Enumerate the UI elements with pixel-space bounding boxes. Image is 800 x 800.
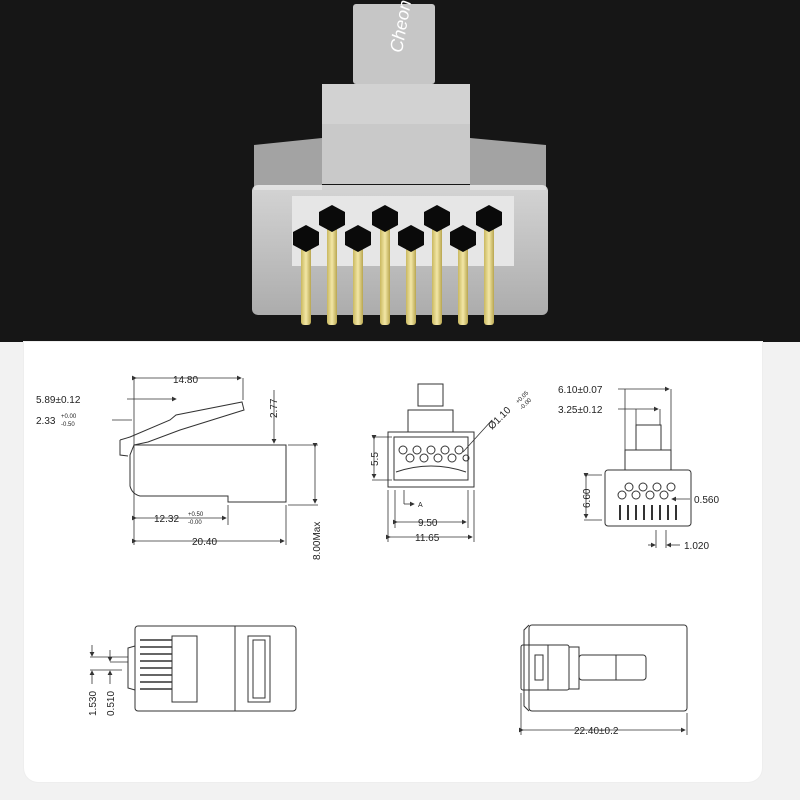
- rear-view: 6.10±0.07 3.25±0.12 6.60 0.560 1.020: [558, 385, 719, 552]
- dim-outer-width: 11.65: [415, 533, 440, 544]
- dim-inner-width: 9.50: [418, 518, 438, 529]
- dim-top-gap: 2.77: [269, 398, 280, 418]
- dim-hole-pitch: 0.560: [694, 495, 719, 506]
- top-view: 22.40±0.2: [519, 624, 688, 737]
- wire-holes: [293, 205, 502, 252]
- section-marker: A: [418, 502, 423, 509]
- dim-latch-offset: 5.89±0.12: [36, 395, 81, 406]
- dim-hole-diameter: Ø1.10: [486, 405, 513, 432]
- front-view: Ø1.10 +0.05 -0.00 5.5 A 9.50 11.65: [370, 383, 534, 544]
- svg-text:+0.00: +0.00: [61, 414, 77, 420]
- dim-contact-spacing: 1.530: [88, 691, 99, 716]
- dim-length-latch: 14.80: [173, 375, 198, 386]
- dim-pin-pitch: 1.020: [684, 541, 709, 552]
- dim-latch-base-width: 6.10±0.07: [558, 385, 603, 396]
- gold-pins: [301, 223, 494, 325]
- dim-total-length: 20.40: [192, 537, 217, 548]
- svg-text:-0.50: -0.50: [61, 422, 75, 428]
- svg-text:-0.00: -0.00: [188, 520, 202, 526]
- dim-latch-height: 2.33: [36, 416, 56, 427]
- bottom-view: 1.530 0.510: [88, 625, 297, 716]
- dim-contact-width: 0.510: [106, 691, 117, 716]
- dim-contact-length: 12.32: [154, 514, 179, 525]
- dim-latch-width: 3.25±0.12: [558, 405, 603, 416]
- rj45-connector-illustration: Cheon: [252, 0, 548, 325]
- drawing-panel: [24, 342, 762, 782]
- product-photo: Cheon: [0, 0, 800, 342]
- latch: [353, 4, 435, 84]
- dim-opening-height: 5.5: [370, 452, 381, 466]
- dim-overall-length: 22.40±0.2: [574, 726, 619, 737]
- dim-rear-height: 6.60: [582, 488, 593, 508]
- svg-text:+0.50: +0.50: [188, 512, 204, 518]
- side-view: 14.80 5.89±0.12 2.33 +0.00 -0.50 2.77 12…: [36, 375, 323, 560]
- dim-max-height: 8.00Max: [312, 522, 323, 560]
